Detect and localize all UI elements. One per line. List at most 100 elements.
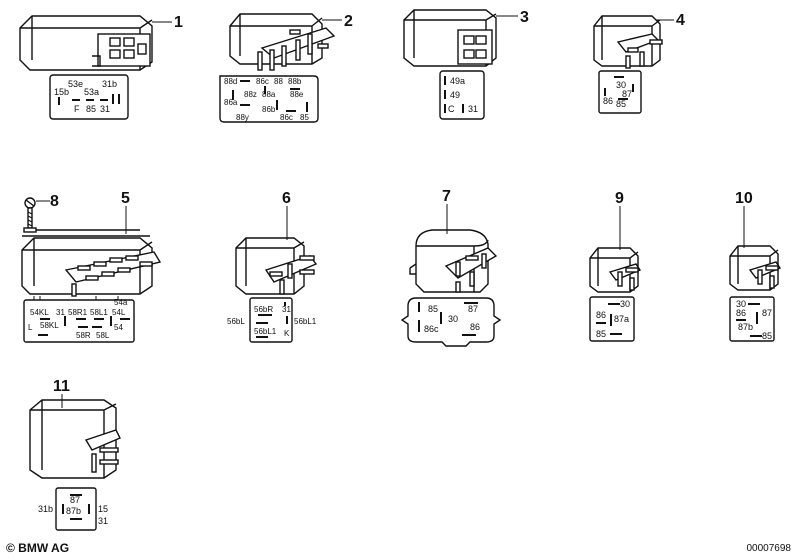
- pin-label: 31: [100, 104, 110, 114]
- pin-label: F: [74, 104, 80, 114]
- relay-11-body: [29, 399, 121, 479]
- pin-label: 87: [762, 308, 772, 318]
- pin-label: 58L1: [90, 308, 108, 317]
- pin-label: 88d: [224, 77, 237, 86]
- pin-label: L: [28, 323, 33, 332]
- pin-label: 53e: [68, 79, 83, 89]
- pin-label: 58R1: [68, 308, 88, 317]
- relay-6-callout: 6: [282, 190, 291, 207]
- relay-11-callout: 11: [53, 378, 70, 395]
- relay-4-pinout: 30 87 86 85: [598, 70, 642, 114]
- pin-label: 87: [622, 89, 632, 99]
- relay-3-callout: 3: [520, 9, 529, 26]
- relay-10: 10 30 86 87 87b 85: [729, 190, 782, 342]
- pin-label: 31b: [102, 79, 117, 89]
- pin-label: 88a: [262, 90, 276, 99]
- screw-8-callout: 8: [50, 193, 59, 210]
- relay-7-pinout: 85 87 30 86c 86: [400, 297, 502, 347]
- pin-label: 86: [470, 322, 480, 332]
- pin-label: 54KL: [30, 308, 49, 317]
- relay-4: 4 30 87 86 85: [593, 12, 685, 114]
- relay-3-pinout: 49a 49 C 31: [439, 70, 485, 120]
- relay-2-callout: 2: [344, 13, 353, 30]
- relay-5: 5 54a 54KL 31 58R1 58L1 54L L 58KL 54 58…: [21, 190, 162, 343]
- pin-label: 85: [762, 331, 772, 341]
- pin-label: 88e: [290, 90, 304, 99]
- pin-label: 58R: [76, 331, 91, 340]
- pin-label: 86: [603, 96, 613, 106]
- pin-label: 15b: [54, 87, 69, 97]
- pin-label: 31: [282, 305, 291, 314]
- part-number-label: 00007698: [746, 543, 792, 554]
- relay-5-pinout: 54a 54KL 31 58R1 58L1 54L L 58KL 54 58R …: [23, 296, 135, 343]
- pin-label: 30: [448, 314, 458, 324]
- relay-10-body: [729, 245, 782, 291]
- pin-label: 85: [300, 113, 309, 122]
- pin-label: 30: [620, 299, 630, 309]
- relay-1-body: [19, 15, 153, 71]
- pin-label: 87: [468, 304, 478, 314]
- pin-label: 56bL1: [294, 317, 317, 326]
- relay-2: 2 88d 86c 88 88b 88z 88a 88e 86a 86b 88y…: [219, 13, 353, 123]
- relay-1: 1 53e 31b 53a 15b F 85 31: [19, 14, 183, 120]
- screw-8: 8: [23, 193, 59, 233]
- pin-label: 56bL1: [254, 327, 277, 336]
- pin-label: 31: [56, 308, 65, 317]
- pin-label: 58KL: [40, 321, 59, 330]
- relay-6-pinout: 56bR 31 56bL1 K 56bL 56bL1: [227, 297, 317, 343]
- pin-label: 86c: [256, 77, 269, 86]
- relay-10-pinout: 30 86 87 87b 85: [729, 296, 775, 342]
- pin-label: 88z: [244, 90, 257, 99]
- pin-label: 86c: [424, 324, 439, 334]
- relay-2-body: [229, 13, 336, 71]
- relay-9-body: [589, 247, 642, 293]
- relay-5-callout: 5: [121, 190, 130, 207]
- pin-label: 85: [596, 329, 606, 339]
- pin-label: 31: [468, 104, 478, 114]
- pin-label: 85: [616, 99, 626, 109]
- pin-label: 85: [86, 104, 96, 114]
- pin-label: C: [448, 104, 455, 114]
- relay-11-pinout: 87 87b 31b 15 31: [38, 487, 108, 531]
- pin-label: 31: [98, 516, 108, 526]
- relay-5-body: [21, 229, 162, 297]
- relay-10-callout: 10: [735, 190, 753, 207]
- pin-label: 30: [736, 299, 746, 309]
- pin-label: 86b: [262, 105, 276, 114]
- pin-label: 30: [616, 80, 626, 90]
- pin-label: 85: [428, 304, 438, 314]
- pin-label: 87a: [614, 314, 629, 324]
- relay-1-pinout: 53e 31b 53a 15b F 85 31: [49, 74, 129, 120]
- pin-label: 87: [70, 495, 80, 505]
- relay-9-callout: 9: [615, 190, 624, 207]
- relay-6-body: [235, 237, 318, 295]
- pin-label: 54: [114, 323, 123, 332]
- pin-label: 86: [736, 308, 746, 318]
- relay-6: 6 56bR 31 56bL1 K 56bL 56bL1: [227, 190, 318, 343]
- pin-label: K: [284, 329, 290, 338]
- pin-label: 56bL: [227, 317, 245, 326]
- pin-label: 87b: [738, 322, 753, 332]
- pin-label: 31b: [38, 504, 53, 514]
- pin-label: 54a: [114, 298, 128, 307]
- relay-9-pinout: 30 86 87a 85: [589, 296, 635, 342]
- pin-label: 56bR: [254, 305, 273, 314]
- relay-7-body: [409, 229, 498, 293]
- pin-label: 86c: [280, 113, 293, 122]
- pin-label: 58L: [96, 331, 110, 340]
- pin-label: 54L: [112, 308, 126, 317]
- relay-4-body: [593, 15, 663, 69]
- pin-label: 88y: [236, 113, 249, 122]
- pin-label: 15: [98, 504, 108, 514]
- relay-3-body: [403, 9, 497, 67]
- relay-7-callout: 7: [442, 188, 451, 205]
- relay-9: 9 30 86 87a 85: [589, 190, 642, 342]
- relay-1-callout: 1: [174, 14, 183, 31]
- pin-label: 49a: [450, 76, 465, 86]
- pin-label: 88b: [288, 77, 302, 86]
- screw-8-part: [23, 197, 37, 233]
- pin-label: 49: [450, 90, 460, 100]
- relay-4-callout: 4: [676, 12, 685, 29]
- relay-7: 7 85 87 30 86c 86: [400, 188, 502, 347]
